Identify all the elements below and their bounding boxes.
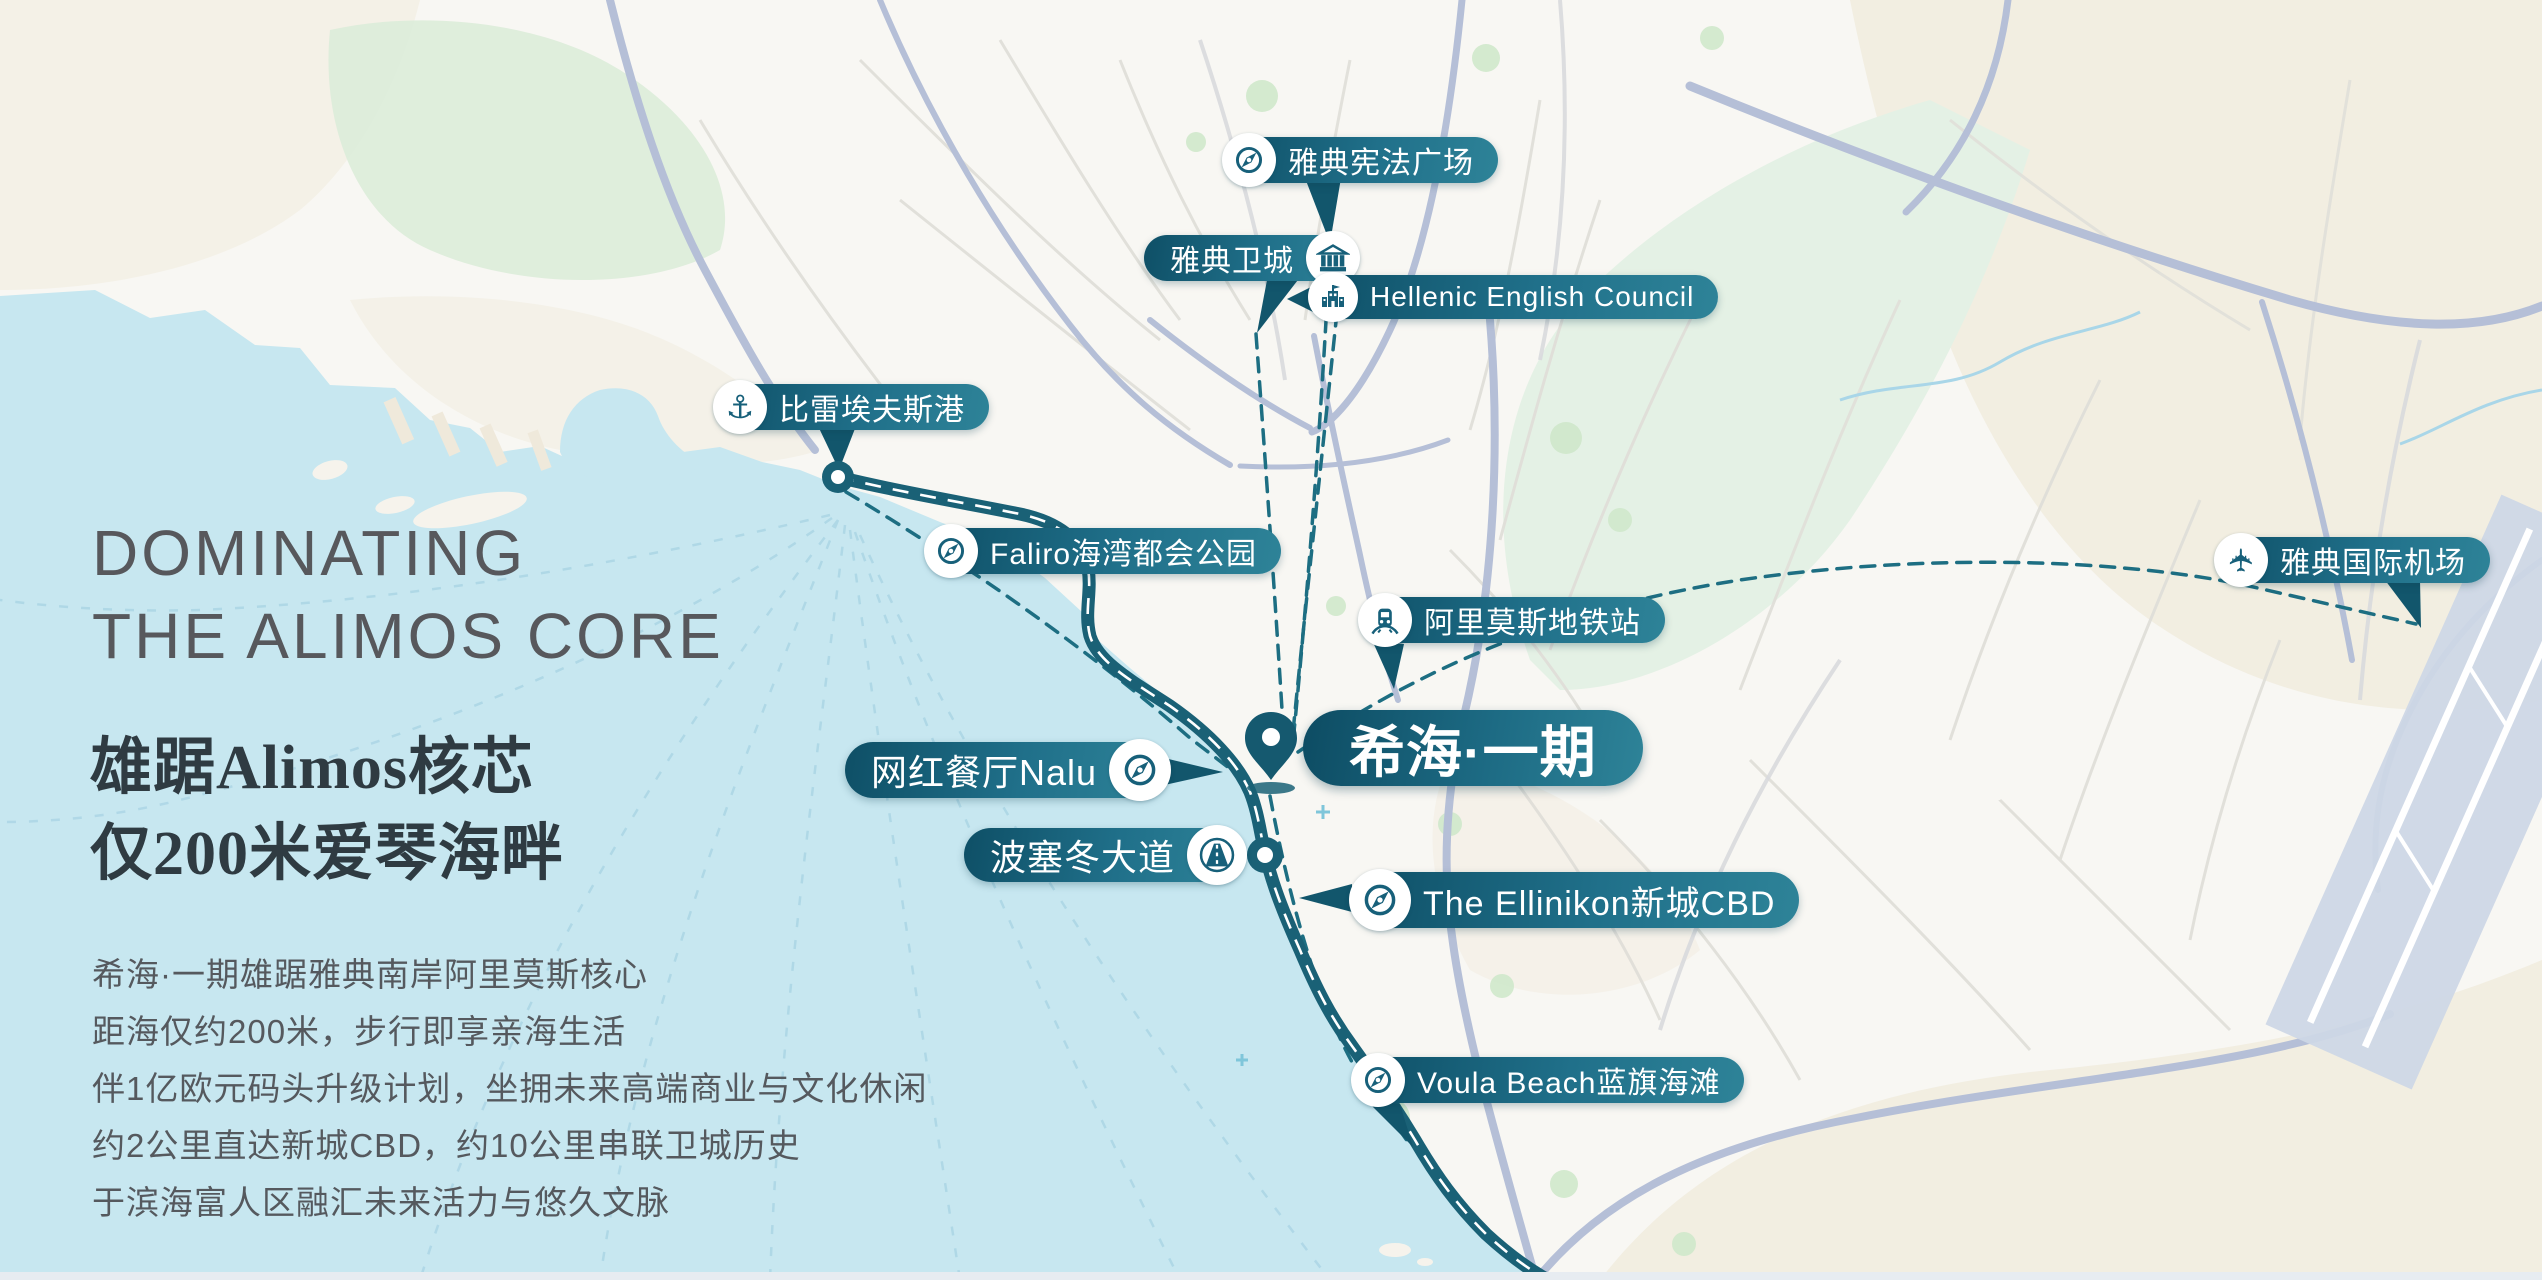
label-project-xihai-phase1: 希海·一期 — [1303, 710, 1643, 786]
school-icon — [1308, 272, 1358, 322]
chinese-headline-line1: 雄踞Alimos核芯 — [90, 734, 535, 802]
label-text: 雅典国际机场 — [2280, 547, 2466, 580]
pill-pointers — [818, 178, 2421, 1147]
marina-bay — [778, 483, 822, 527]
label-poseidon-avenue: 波塞冬大道 — [963, 825, 1247, 885]
label-text: 比雷埃夫斯港 — [779, 394, 965, 427]
english-title-line2: THE ALIMOS CORE — [92, 600, 724, 673]
body-line: 约2公里直达新城CBD，约10公里串联卫城历史 — [92, 1127, 801, 1164]
harbor-basin — [560, 388, 700, 489]
label-text: 波塞冬大道 — [989, 837, 1175, 878]
project-label-text: 希海·一期 — [1349, 720, 1597, 784]
airport-runways — [2265, 494, 2542, 1090]
label-text: 雅典宪法广场 — [1288, 147, 1474, 180]
label-voula-beach: Voula Beach蓝旗海滩 — [1351, 1053, 1745, 1107]
label-text: Voula Beach蓝旗海滩 — [1417, 1067, 1721, 1100]
islands — [312, 460, 1433, 1266]
line-to-airport — [1296, 560, 2418, 754]
ferry-lines — [0, 513, 1331, 1280]
line-to-hellenic — [1290, 310, 1339, 744]
line-to-voula — [1268, 794, 1410, 1144]
label-text: Hellenic English Council — [1370, 281, 1695, 312]
chinese-headline: 雄踞Alimos核芯 仅200米爱琴海畔 — [90, 726, 564, 897]
compass-icon — [1222, 133, 1276, 187]
label-text: 网红餐厅Nalu — [870, 752, 1097, 793]
label-piraeus-port: ⚓ 比雷埃夫斯港 — [713, 380, 989, 434]
compass-icon — [1109, 739, 1171, 801]
body-copy: 希海·一期雄踞雅典南岸阿里莫斯核心 距海仅约200米，步行即享亲海生活 伴1亿欧… — [92, 946, 927, 1231]
body-line: 于滨海富人区融汇未来活力与悠久文脉 — [92, 1184, 670, 1221]
compass-icon — [924, 524, 978, 578]
label-text: Faliro海湾都会公园 — [990, 538, 1258, 571]
english-title: DOMINATING THE ALIMOS CORE — [92, 512, 724, 678]
label-ellinikon-cbd: The Ellinikon新城CBD — [1349, 869, 1800, 931]
compass-icon — [1351, 1053, 1405, 1107]
harbor-piers — [383, 397, 552, 471]
body-line: 伴1亿欧元码头升级计划，坐拥未来高端商业与文化休闲 — [92, 1070, 928, 1107]
compass-icon — [1349, 869, 1411, 931]
label-text: The Ellinikon新城CBD — [1423, 884, 1776, 923]
metro-train-icon — [1358, 593, 1412, 647]
airplane-icon: ✈ — [2214, 533, 2268, 587]
label-hellenic-english-council: Hellenic English Council — [1308, 272, 1719, 322]
label-athens-airport: ✈ 雅典国际机场 — [2214, 533, 2490, 587]
sea — [0, 290, 1542, 1280]
label-text: 阿里莫斯地铁站 — [1424, 607, 1641, 640]
body-line: 希海·一期雄踞雅典南岸阿里莫斯核心 — [92, 956, 648, 993]
label-text: 雅典卫城 — [1170, 245, 1294, 278]
english-title-line1: DOMINATING — [92, 517, 527, 589]
label-faliro-bay-park: Faliro海湾都会公园 — [924, 524, 1282, 578]
line-to-piraeus — [844, 490, 1244, 780]
label-alimos-metro-station: 阿里莫斯地铁站 — [1358, 593, 1665, 647]
anchor-icon: ⚓ — [713, 380, 767, 434]
chinese-headline-line2: 仅200米爱琴海畔 — [90, 819, 565, 888]
bottom-edge-strip — [0, 1272, 2542, 1280]
body-line: 距海仅约200米，步行即享亲海生活 — [92, 1013, 627, 1050]
route-markers — [822, 461, 1330, 1066]
project-pin-marker — [1245, 712, 1297, 794]
sea-cross-marks — [1236, 805, 1330, 1066]
streams — [1839, 310, 2542, 446]
label-constitution-square: 雅典宪法广场 — [1222, 133, 1498, 187]
parks-green — [328, 20, 2030, 1264]
highway-icon — [1187, 825, 1247, 885]
label-nalu-restaurant: 网红餐厅Nalu — [844, 739, 1171, 801]
